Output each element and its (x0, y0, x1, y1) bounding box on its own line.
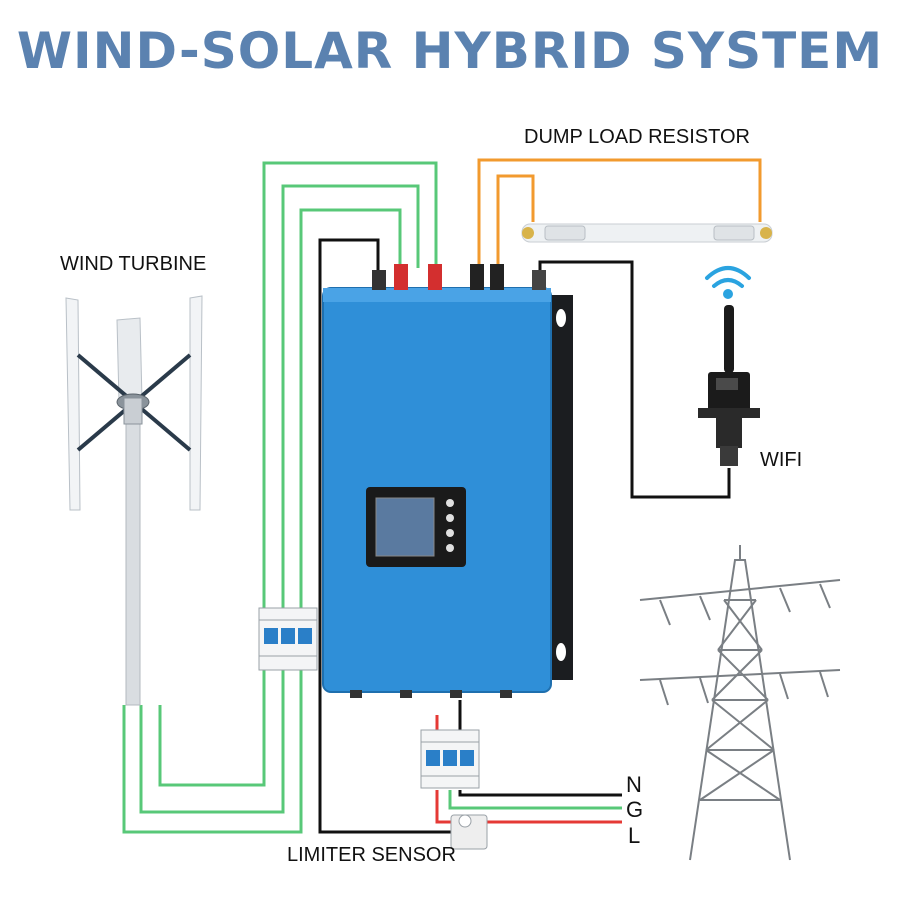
dump-load-resistor-icon (521, 223, 773, 243)
orange-wire-inner (496, 174, 535, 268)
wind-turbine-icon (65, 295, 203, 706)
green-wires (122, 161, 438, 834)
green-wire-1 (122, 208, 402, 834)
wifi-dongle-icon (698, 305, 760, 466)
inverter-icon (322, 264, 573, 698)
grid-g-label: G (626, 797, 644, 822)
wifi-signal-icon (705, 266, 751, 299)
green-wire-g (448, 790, 622, 810)
green-wire-2 (139, 184, 420, 814)
circuit-breaker-icon (420, 729, 480, 789)
black-wire-limiter (318, 238, 458, 834)
black-wires (318, 238, 731, 834)
circuit-breaker-icon (258, 607, 318, 671)
limiter-sensor-icon (450, 814, 488, 850)
orange-wire-outer (477, 158, 762, 268)
wind-turbine-label: WIND TURBINE (60, 253, 207, 275)
dump-load-label: DUMP LOAD RESISTOR (524, 126, 750, 148)
green-wire-3 (158, 161, 438, 787)
wifi-label: WIFI (760, 449, 803, 471)
red-wire-l (435, 790, 622, 824)
limiter-sensor-label: LIMITER SENSOR (287, 844, 456, 866)
grid-n-label: N (626, 772, 642, 797)
orange-wires (477, 158, 762, 268)
grid-l-label: L (628, 823, 641, 848)
power-tower-icon (639, 545, 841, 861)
diagram-title: WIND-SOLAR HYBRID SYSTEM (16, 22, 884, 80)
black-wire-wifi (538, 260, 731, 499)
black-wire-n-out (458, 790, 622, 797)
